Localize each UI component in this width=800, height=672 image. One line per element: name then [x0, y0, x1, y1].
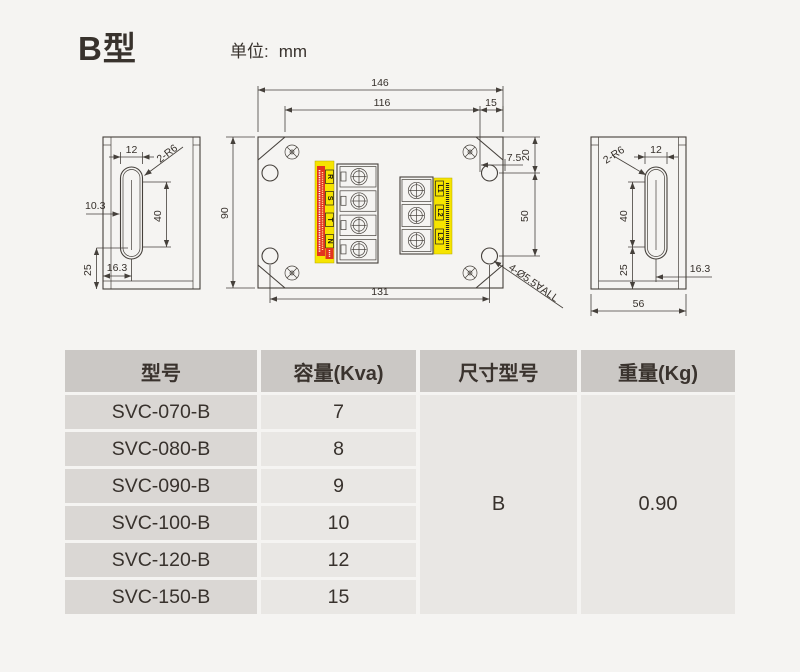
- model-cell: SVC-150-B: [65, 580, 257, 614]
- page-title: B型: [78, 30, 137, 67]
- input-terminal-block: [336, 163, 379, 264]
- dim-right-slot-x: 16.3: [690, 263, 711, 275]
- unit-label: 单位:: [230, 42, 269, 61]
- dim-right-slot-height: 40: [618, 210, 630, 222]
- capacity-cell: 8: [261, 432, 416, 466]
- input-terminal-letter: R: [326, 174, 333, 179]
- header-size-type: 尺寸型号: [420, 350, 577, 392]
- technical-drawing: 12 2-R6 10.3 40 25 16.3: [82, 77, 712, 316]
- model-cell: SVC-080-B: [65, 432, 257, 466]
- dim-right-radius: 2-R6: [601, 144, 627, 167]
- dim-front-hole-spacing: 50: [519, 210, 531, 222]
- mounting-hole: [261, 247, 279, 265]
- model-cell: SVC-100-B: [65, 506, 257, 540]
- dim-left-slot-height: 40: [152, 210, 164, 222]
- dim-left-slot-width: 12: [126, 144, 138, 156]
- dim-front-total-width: 146: [371, 77, 389, 89]
- input-terminal-letter: T: [326, 218, 333, 223]
- capacity-cell: 9: [261, 469, 416, 503]
- output-terminal-letter: L2: [436, 208, 443, 216]
- dim-left-radius: 2-R6: [155, 142, 181, 165]
- dim-left-offset: 10.3: [85, 200, 106, 212]
- output-label: L1 L2 L3: [433, 177, 453, 255]
- output-terminal-block: [399, 176, 434, 255]
- dim-front-hole-x: 7.5: [507, 152, 522, 164]
- dim-front-height: 90: [219, 207, 231, 219]
- input-warning-label: R S T N: [314, 160, 335, 264]
- corner-screw: [284, 144, 300, 160]
- unit-note: 单位: mm: [230, 37, 307, 62]
- input-terminal-letter: S: [326, 196, 333, 201]
- output-terminal-letter: L1: [436, 184, 443, 192]
- corner-screw: [462, 265, 478, 281]
- weight-cell: 0.90: [581, 395, 735, 614]
- dim-front-hole-y: 20: [520, 149, 532, 161]
- right-side-view: 2-R6 12 40 25 16.3 56: [590, 136, 712, 316]
- model-cell: SVC-070-B: [65, 395, 257, 429]
- mounting-hole: [480, 164, 499, 182]
- header-model: 型号: [65, 350, 257, 392]
- size-type-cell: B: [420, 395, 577, 614]
- front-view: R S T N: [219, 77, 564, 309]
- dim-left-slot-x: 16.3: [107, 262, 128, 274]
- model-cell: SVC-090-B: [65, 469, 257, 503]
- capacity-cell: 15: [261, 580, 416, 614]
- input-terminal-letter: N: [326, 239, 333, 244]
- corner-screw: [284, 265, 300, 281]
- output-terminal-letter: L3: [436, 232, 443, 240]
- mounting-hole: [261, 164, 279, 182]
- capacity-cell: 7: [261, 395, 416, 429]
- spec-table: 型号 容量(Kva) 尺寸型号 重量(Kg) B 0.90 SVC-070-B …: [65, 350, 735, 614]
- capacity-cell: 12: [261, 543, 416, 577]
- dim-right-depth: 56: [633, 298, 645, 310]
- dim-left-bottom-offset: 25: [82, 264, 94, 276]
- model-cell: SVC-120-B: [65, 543, 257, 577]
- unit-value: mm: [278, 42, 308, 61]
- mounting-hole: [480, 247, 499, 265]
- header-weight: 重量(Kg): [581, 350, 735, 392]
- capacity-cell: 10: [261, 506, 416, 540]
- dim-right-slot-width: 12: [650, 144, 662, 156]
- header-capacity: 容量(Kva): [261, 350, 416, 392]
- dim-front-panel-width: 116: [374, 97, 391, 109]
- corner-screw: [462, 144, 478, 160]
- dim-right-bottom-offset: 25: [618, 264, 630, 276]
- dim-front-bottom-width: 131: [371, 286, 389, 298]
- dim-front-hole-callout: 4-Ø5.5∀ALL: [506, 262, 560, 305]
- dim-front-edge-offset: 15: [485, 97, 497, 109]
- spec-table-header: 型号 容量(Kva) 尺寸型号 重量(Kg): [65, 350, 735, 392]
- spec-table-body: B 0.90 SVC-070-B 7 SVC-080-B 8 SVC-090-B…: [65, 395, 735, 614]
- left-side-view: 12 2-R6 10.3 40 25 16.3: [82, 136, 201, 290]
